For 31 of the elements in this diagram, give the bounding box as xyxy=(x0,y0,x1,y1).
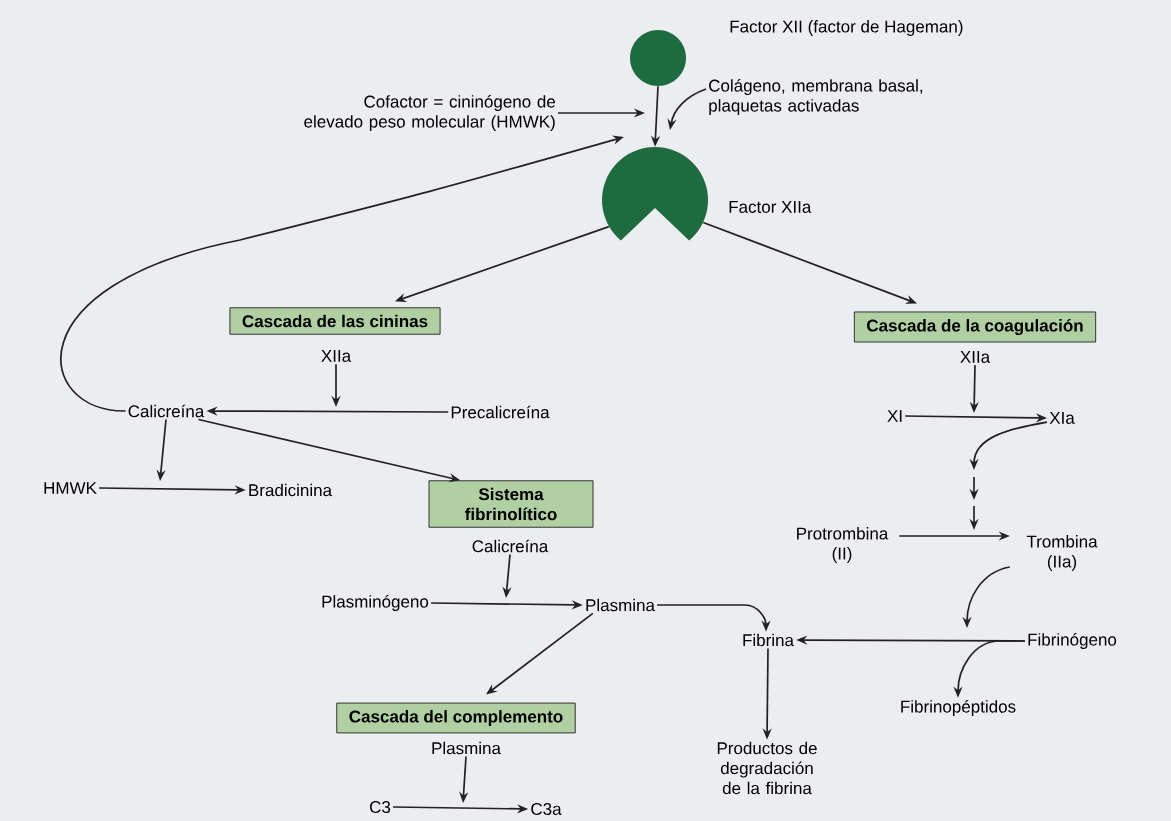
substance-label: Protrombina (II) xyxy=(797,527,889,563)
activated-factor-shape xyxy=(602,147,708,241)
substance-label: Cofactor = cininógeno de elevado peso molecular (HMWK) xyxy=(304,95,555,131)
substance-label: Trombina (IIa) xyxy=(1026,535,1098,571)
process-box: Cascada de la coagulación xyxy=(853,311,1097,343)
substance-label: Colágeno, membrana basal, plaquetas activadas xyxy=(709,79,923,115)
substance-label: XIIa xyxy=(960,351,991,363)
substance-label: Bradicinina xyxy=(249,483,333,497)
substance-label: HMWK xyxy=(44,482,97,494)
substance-label: Plasmina xyxy=(586,598,655,612)
substance-label: Plasmina xyxy=(432,741,501,755)
substance-label: XIa xyxy=(1049,412,1075,424)
substance-label: Calicreína xyxy=(128,404,205,418)
factor-circle xyxy=(630,30,686,86)
substance-label: Fibrina xyxy=(743,633,794,647)
factor-label: Factor XII (factor de Hageman) xyxy=(730,20,963,36)
substance-label: Calicreína xyxy=(472,539,549,553)
substance-label: Fibrinógeno xyxy=(1028,633,1117,649)
arrow xyxy=(486,612,594,695)
substance-label: XIIa xyxy=(321,350,352,362)
process-box: Sistema fibrinolítico xyxy=(428,480,594,528)
substance-label: Fibrinopéptidos xyxy=(901,699,1016,716)
substance-label: XI xyxy=(887,410,902,422)
process-box: Cascada del complemento xyxy=(336,702,576,734)
substance-label: Productos de degradación de la fibrina xyxy=(717,741,817,795)
substance-label: C3 xyxy=(370,800,391,813)
process-box: Cascada de las cininas xyxy=(229,307,441,335)
factor-label: Factor XIIa xyxy=(729,201,812,213)
substance-label: Plasminógeno xyxy=(322,594,429,611)
substance-label: Precalicreína xyxy=(451,405,550,419)
substance-label: C3a xyxy=(531,802,562,815)
